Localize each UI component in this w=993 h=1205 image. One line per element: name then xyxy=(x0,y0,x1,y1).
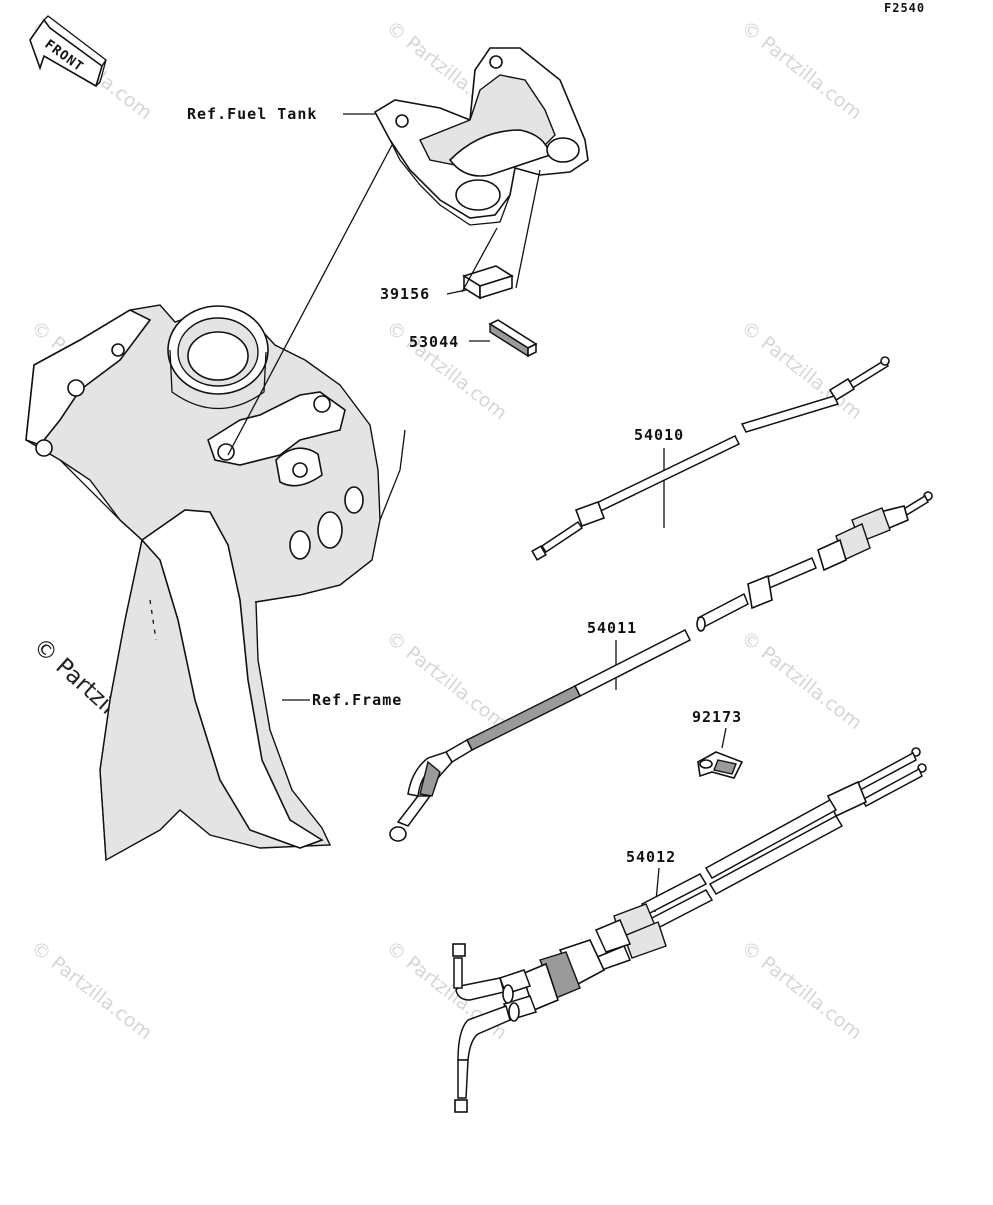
label-54012: 54012 xyxy=(626,848,676,866)
label-39156: 39156 xyxy=(380,285,430,303)
label-ref-fuel-tank: Ref.Fuel Tank xyxy=(187,105,317,123)
watermark: © Partzilla.com xyxy=(737,937,866,1045)
diagram-code: F2540 xyxy=(884,1,925,15)
label-ref-frame: Ref.Frame xyxy=(312,691,402,709)
cable-54012 xyxy=(452,747,927,1113)
cable-54010 xyxy=(531,356,890,561)
part-53044-strip xyxy=(488,319,538,358)
part-39156-pad xyxy=(462,265,514,300)
leader-lines xyxy=(227,113,727,913)
label-92173: 92173 xyxy=(692,708,742,726)
front-arrow-icon: FRONT xyxy=(29,15,107,88)
watermark: © Partzilla.com xyxy=(382,627,511,735)
part-labels: Ref.Fuel Tank 39156 53044 54010 54011 Re… xyxy=(187,105,742,866)
label-54011: 54011 xyxy=(587,619,637,637)
fuel-tank-bracket xyxy=(373,47,589,226)
label-54010: 54010 xyxy=(634,426,684,444)
label-53044: 53044 xyxy=(409,333,459,351)
watermark: © Partzilla.com xyxy=(737,627,866,735)
part-92173-clamp xyxy=(697,751,744,779)
cable-54011 xyxy=(389,491,933,842)
watermark: © Partzilla.com xyxy=(27,937,156,1045)
frame-illustration xyxy=(25,304,406,862)
watermark: © Partzilla.com xyxy=(737,17,866,125)
